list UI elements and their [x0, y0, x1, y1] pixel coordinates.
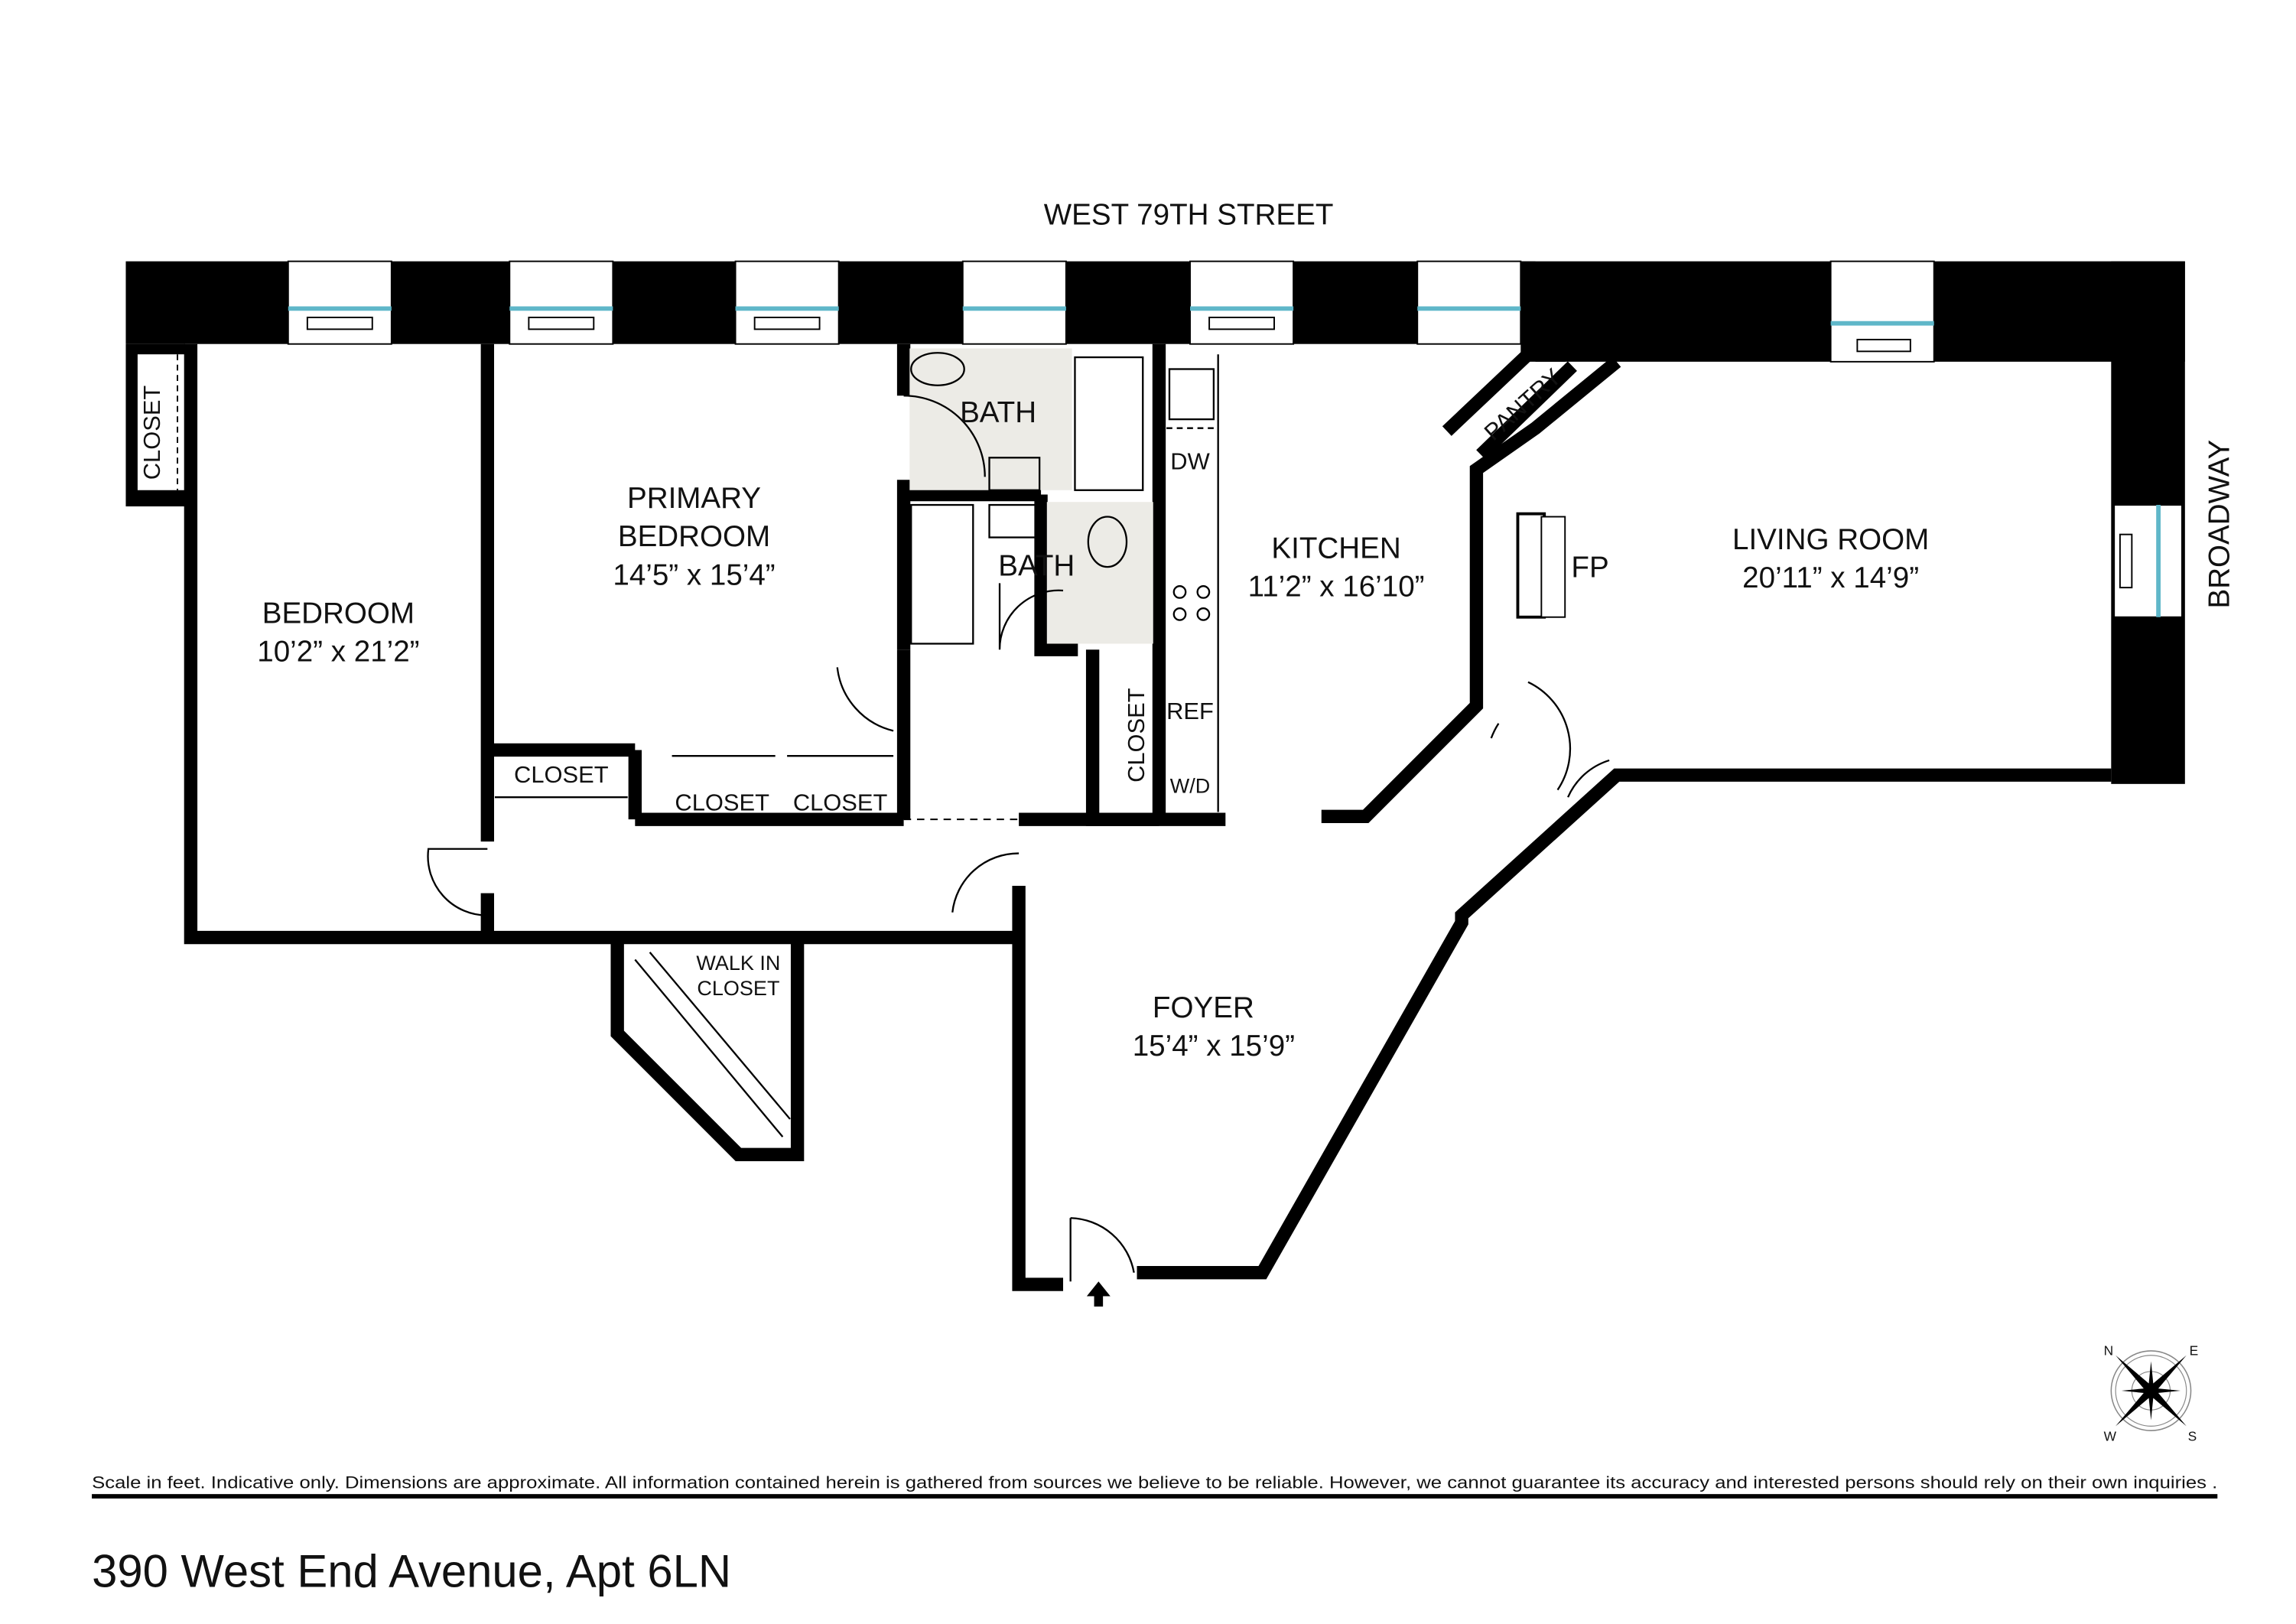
svg-text:E: E — [2190, 1343, 2199, 1359]
room-living-name: LIVING ROOM — [1732, 523, 1929, 556]
compass-rose-icon: N E W S — [2104, 1343, 2199, 1444]
room-primary-name-2: BEDROOM — [618, 520, 770, 553]
street-label-right: BROADWAY — [2203, 440, 2236, 609]
washer-dryer-label: W/D — [1170, 774, 1210, 797]
closet-left-label: CLOSET — [138, 386, 165, 480]
svg-text:S: S — [2188, 1429, 2197, 1444]
svg-text:N: N — [2104, 1343, 2114, 1359]
closet-b-label: CLOSET — [675, 789, 769, 816]
room-kitchen-size: 11’2” x 16’10” — [1248, 571, 1425, 604]
room-primary-name: PRIMARY — [627, 482, 761, 515]
walls — [125, 260, 2185, 1307]
street-label-top: WEST 79TH STREET — [1044, 198, 1334, 231]
room-bedroom-size: 10’2” x 21’2” — [257, 636, 419, 669]
dishwasher-label: DW — [1170, 448, 1210, 475]
room-foyer-size: 15’4” x 15’9” — [1133, 1030, 1295, 1063]
closet-c-label: CLOSET — [793, 789, 888, 816]
room-living-size: 20’11” x 14’9” — [1742, 561, 1919, 594]
closet-a-label: CLOSET — [514, 761, 609, 788]
walk-in-closet-label: WALK IN — [696, 952, 780, 975]
room-bedroom-name: BEDROOM — [262, 597, 415, 630]
room-primary-size: 14’5” x 15’4” — [613, 558, 775, 591]
room-kitchen-name: KITCHEN — [1271, 532, 1400, 565]
windows — [287, 260, 2183, 618]
svg-text:W: W — [2104, 1429, 2117, 1444]
bath-2-label: BATH — [998, 550, 1075, 583]
bath-1-label: BATH — [960, 396, 1036, 429]
disclaimer: Scale in feet. Indicative only. Dimensio… — [92, 1473, 2217, 1492]
fireplace-label: FP — [1571, 552, 1608, 584]
footer-rule — [92, 1494, 2218, 1499]
address-title: 390 West End Avenue, Apt 6LN — [92, 1546, 731, 1597]
room-foyer-name: FOYER — [1153, 991, 1254, 1024]
closet-kitchen-label: CLOSET — [1123, 688, 1150, 783]
walk-in-closet-label-2: CLOSET — [697, 977, 779, 1000]
fridge-label: REF — [1166, 698, 1214, 724]
